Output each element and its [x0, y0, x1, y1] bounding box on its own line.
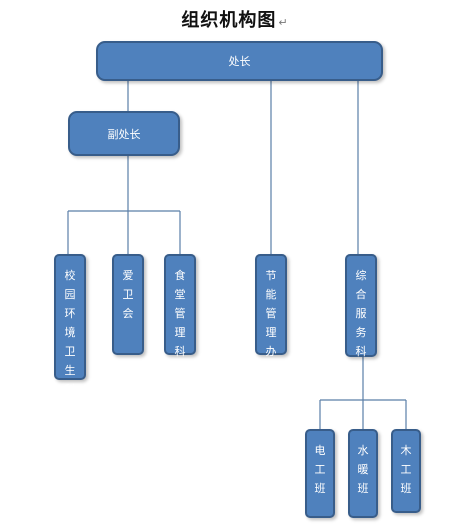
node-zonghe-fuwu: 综合服务科	[345, 254, 377, 358]
node-jieneng-guanli: 节能管理办	[255, 254, 287, 358]
node-xiaoyuan-huanjing: 校园环境卫生科	[54, 254, 86, 396]
node-shitang-guanli: 食堂管理科	[164, 254, 196, 358]
node-fuchuzhang: 副处长	[68, 111, 180, 156]
node-diangongban-label: 电工班	[314, 444, 326, 495]
return-mark-icon: ↵	[278, 16, 289, 29]
node-mugongban: 木工班	[391, 429, 421, 513]
node-shuinuanban-label: 水暖班	[357, 444, 369, 495]
node-aiweihui-label: 爱卫会	[122, 269, 134, 320]
chart-title: 组织机构图↵	[0, 6, 470, 32]
node-jieneng-label: 节能管理办	[265, 269, 277, 358]
node-fuchuzhang-label: 副处长	[107, 127, 141, 141]
node-xiaoyuan-label: 校园环境卫生科	[64, 269, 76, 396]
node-mugongban-label: 木工班	[400, 444, 412, 495]
node-chuzhang: 处长	[96, 41, 383, 81]
node-diangongban: 电工班	[305, 429, 335, 518]
node-chuzhang-label: 处长	[228, 55, 251, 68]
node-shitang-label: 食堂管理科	[174, 269, 186, 358]
node-shuinuanban: 水暖班	[348, 429, 378, 518]
node-zonghe-label: 综合服务科	[355, 269, 367, 358]
node-aiweihui: 爱卫会	[112, 254, 144, 355]
chart-title-text: 组织机构图	[181, 10, 277, 31]
